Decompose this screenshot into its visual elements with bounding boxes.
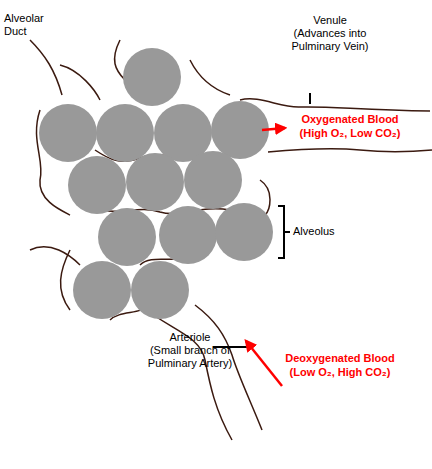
structure-label: Arteriole xyxy=(140,331,240,344)
alveolus-sac xyxy=(131,261,189,319)
alveolus-sac xyxy=(215,203,273,261)
alveolus-sac xyxy=(73,261,131,319)
flow-note: (High O₂, Low CO₂) xyxy=(290,127,410,140)
structure-label: Venule xyxy=(280,14,380,27)
alveolus-sac xyxy=(184,151,242,209)
pointer-marks xyxy=(213,93,310,347)
duct-line xyxy=(30,40,62,95)
deoxygenated-flow-arrow xyxy=(246,341,282,386)
flow-label: Oxygenated Blood xyxy=(290,113,410,126)
alveolus-sac xyxy=(98,208,156,266)
arteriole-wall xyxy=(140,305,232,440)
alveolus-sac xyxy=(68,156,126,214)
capillary xyxy=(60,65,100,100)
alveolus-sac xyxy=(126,153,184,211)
alveoli-cluster xyxy=(39,48,273,319)
oxygenated-flow-arrow xyxy=(262,128,285,130)
structure-label: Alveolar Duct xyxy=(4,12,54,38)
flow-note: (Low O₂, High CO₂) xyxy=(275,366,405,379)
alveolus-bracket xyxy=(278,206,290,258)
capillary xyxy=(30,247,80,265)
capillary xyxy=(190,60,230,95)
alveolus-sac xyxy=(159,206,217,264)
structure-note: (Advances into Pulminary Vein) xyxy=(288,27,372,53)
venule-wall xyxy=(240,99,430,111)
alveolus-sac xyxy=(211,101,269,159)
flow-arrows xyxy=(246,128,285,386)
venule-tick xyxy=(309,93,311,104)
capillary xyxy=(61,250,70,310)
alveolus-sac xyxy=(96,104,154,162)
capillary-lines xyxy=(30,40,432,440)
flow-label: Deoxygenated Blood xyxy=(275,352,405,365)
structure-label: Alveolus xyxy=(293,225,373,238)
alveolus-sac xyxy=(123,48,181,106)
alveolus-sac xyxy=(39,104,97,162)
venule-wall xyxy=(268,149,432,152)
structure-note: (Small branch of Pulminary Artery) xyxy=(145,344,235,370)
